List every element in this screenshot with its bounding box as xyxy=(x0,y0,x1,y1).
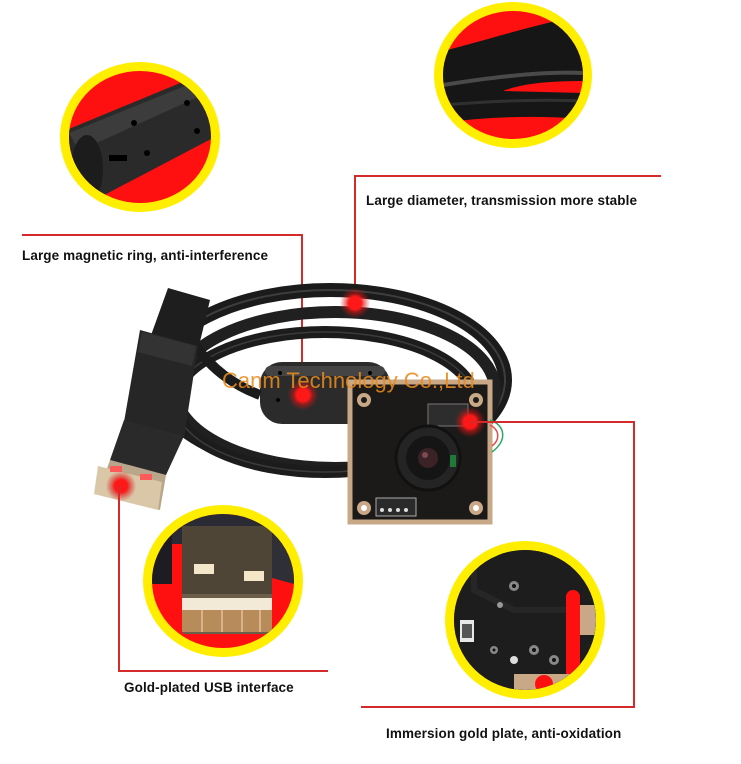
usb-highlight-marker xyxy=(106,471,136,501)
usb-callout-line-bottom xyxy=(118,670,328,672)
usb-callout-line-vertical xyxy=(118,486,120,671)
usb-camera-product-image xyxy=(94,283,512,525)
gold-plate-callout-line-horizontal xyxy=(470,421,634,423)
magnetic-ring-icon xyxy=(69,71,211,203)
usb-interface-label: Gold-plated USB interface xyxy=(124,680,294,695)
magnetic-ring-detail-circle xyxy=(60,62,220,212)
magnetic-ring-detail-background xyxy=(69,71,211,203)
cable-highlight-marker xyxy=(340,288,370,318)
cable-detail-background xyxy=(443,11,583,139)
magnetic-ring-callout-line-top xyxy=(22,234,302,236)
gold-plate-callout-line-vertical xyxy=(633,421,635,707)
gold-plate-callout-line-bottom xyxy=(361,706,635,708)
gold-plate-detail-circle xyxy=(445,541,605,699)
magnetic-ring-label: Large magnetic ring, anti-interference xyxy=(22,248,269,263)
usb-detail-circle xyxy=(143,505,303,657)
cable-icon xyxy=(443,15,583,123)
gold-plate-detail-background xyxy=(454,550,596,690)
magnetic-ring-highlight-marker xyxy=(288,380,318,410)
usb-plug-icon xyxy=(152,514,294,634)
usb-detail-background xyxy=(152,514,294,648)
cable-diameter-label: Large diameter, transmission more stable xyxy=(366,193,638,208)
cable-callout-line-vertical xyxy=(354,175,356,303)
gold-plate-label: Immersion gold plate, anti-oxidation xyxy=(386,726,622,741)
pcb-board-icon xyxy=(454,550,596,690)
cable-detail-circle xyxy=(434,2,592,148)
cable-callout-line-top xyxy=(354,175,661,177)
company-watermark: Canm Technology Co.,Ltd xyxy=(222,368,475,393)
